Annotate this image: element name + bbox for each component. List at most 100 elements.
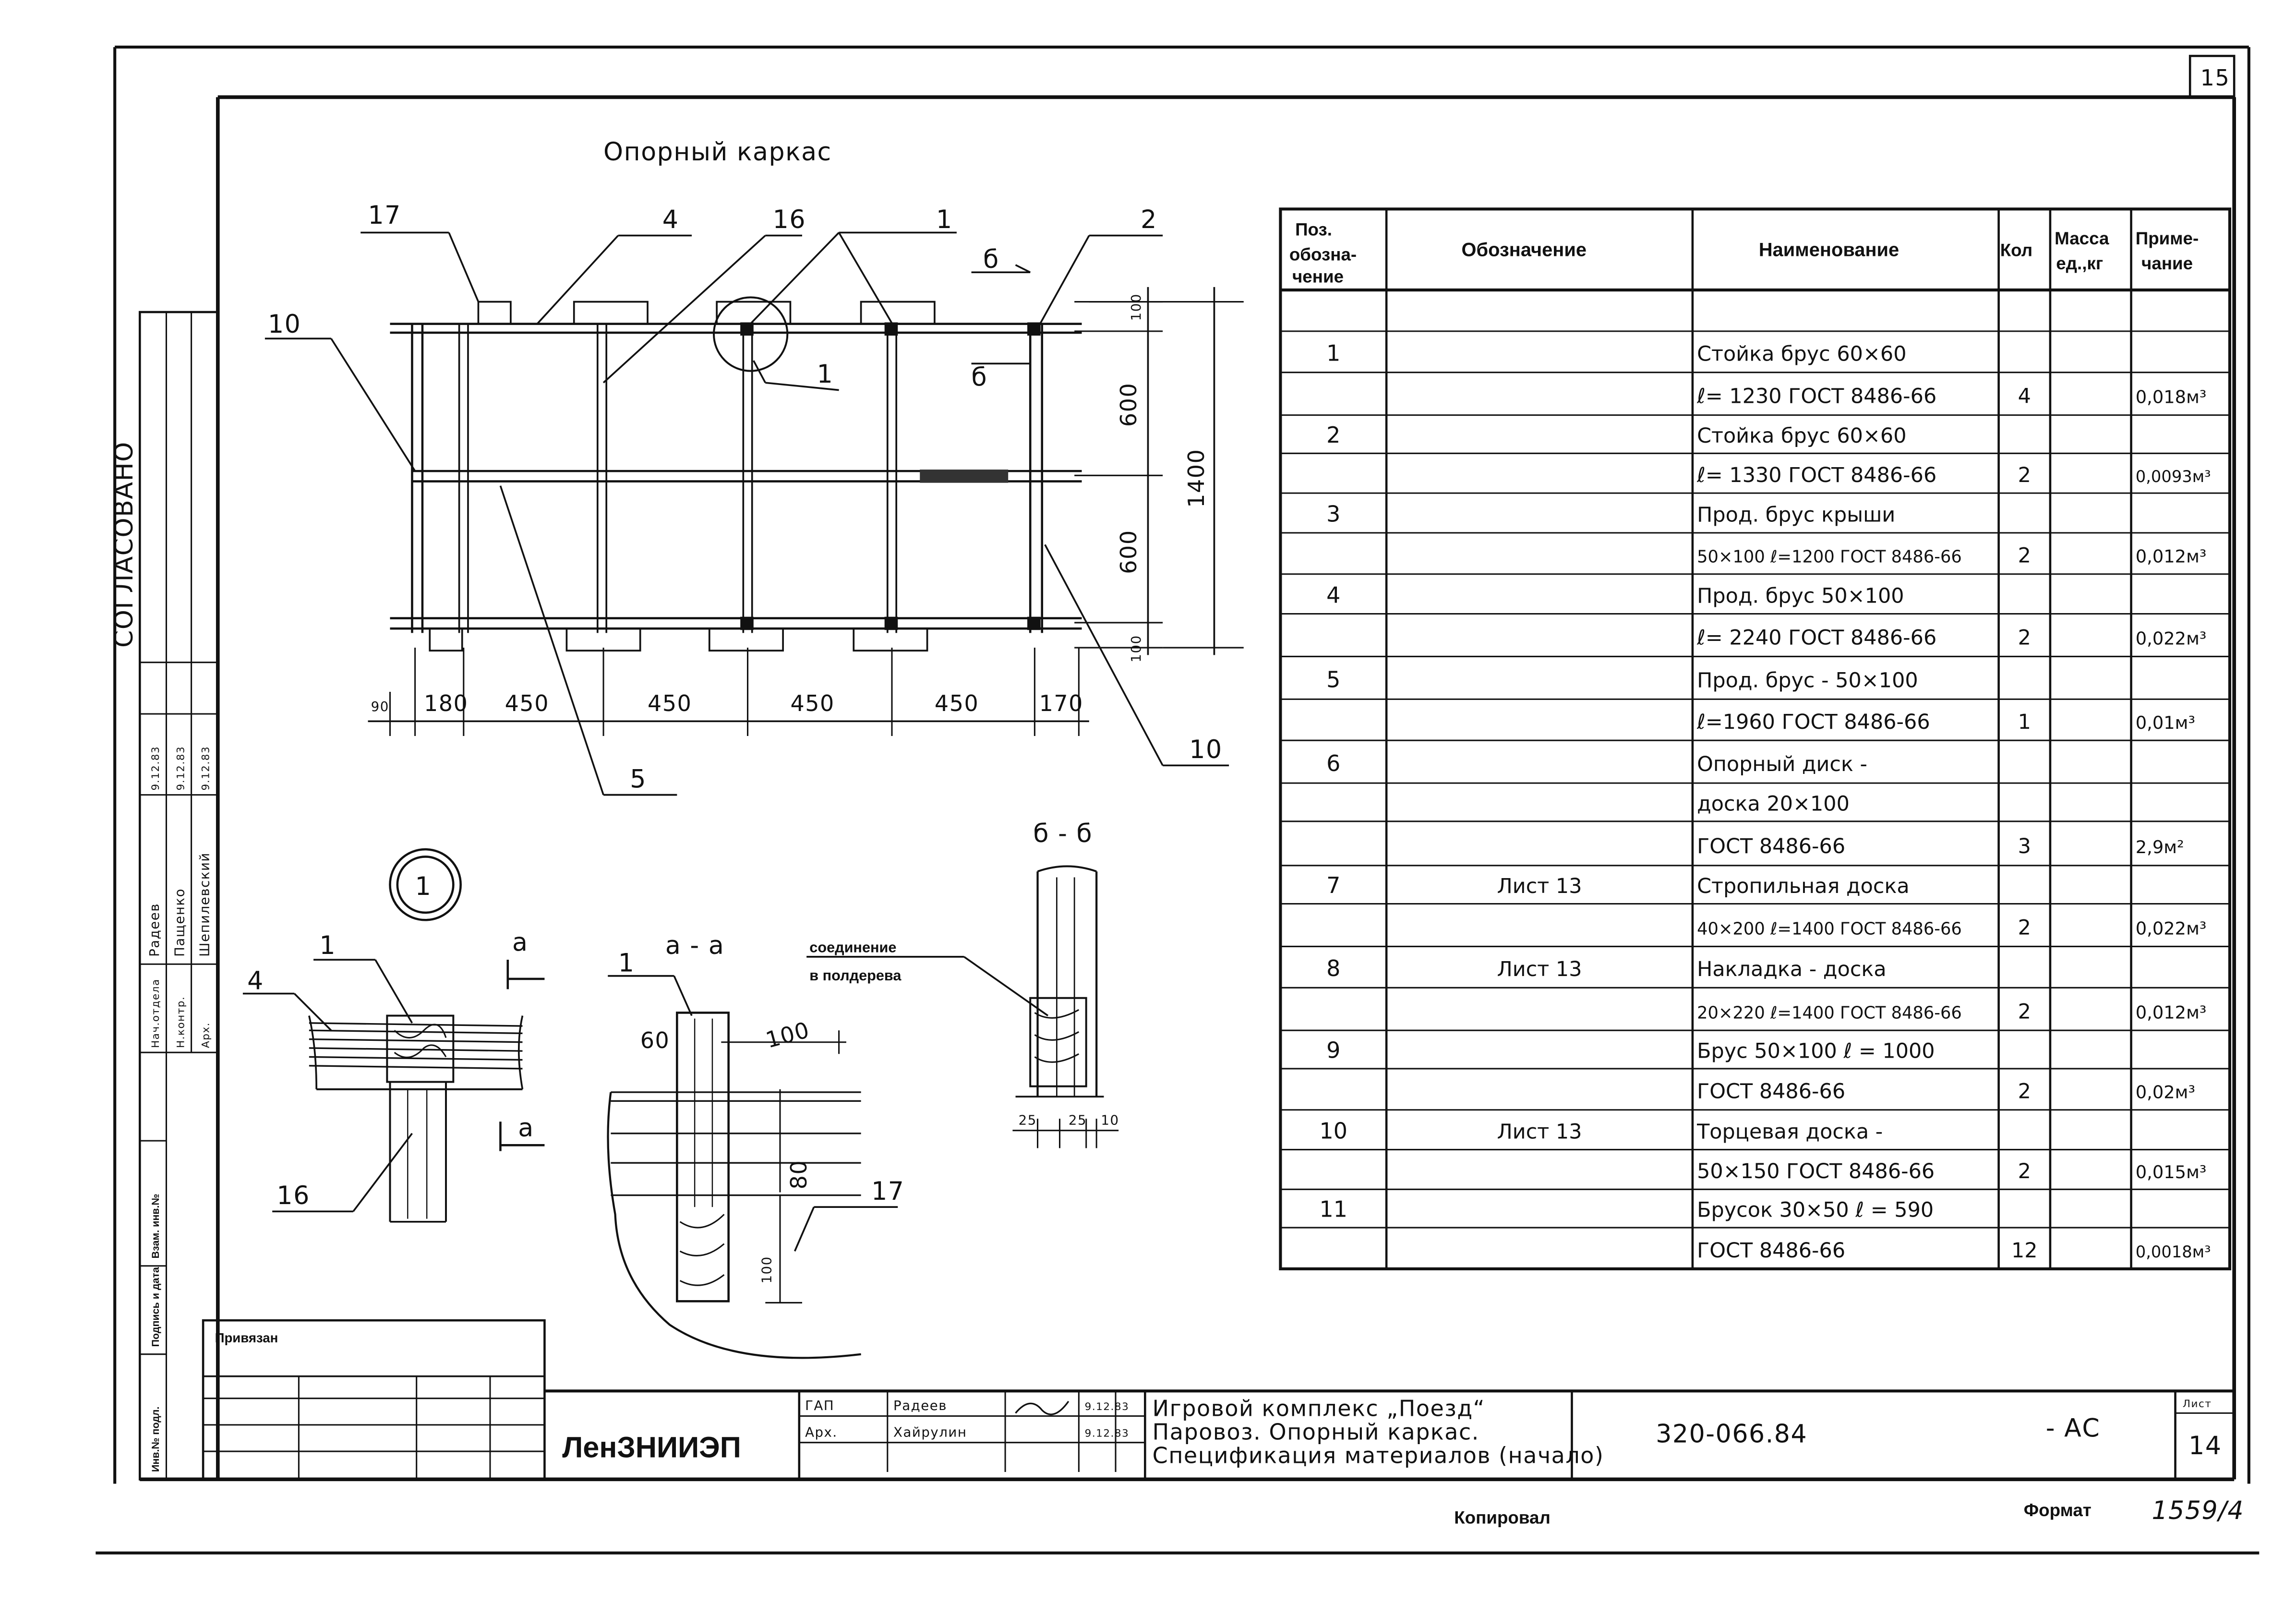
table-cell: Лист 13 (1497, 874, 1582, 898)
drawing-title: Опорный каркас (603, 138, 832, 167)
table-cell: Стропильная доска (1697, 874, 1910, 898)
sheet-frame (96, 46, 2260, 1555)
document-code: 320-066.84 (1656, 1420, 1807, 1449)
table-cell: 50×150 ГОСТ 8486-66 (1697, 1159, 1935, 1183)
table-cell: 0,015м³ (2136, 1162, 2207, 1182)
stamp-role-3: Арх. (200, 1022, 212, 1048)
left-approval-stamp: СОГЛАСОВАНО Радеев Пащенко Шепилевский Н… (110, 311, 219, 1481)
callout-10: 10 (268, 310, 301, 339)
section-aa-dim-100: 100 (763, 1017, 812, 1053)
table-cell: 0,0018м³ (2136, 1242, 2211, 1261)
section-b-mark-bottom: б (972, 363, 988, 392)
stamp-role-2: Н.контр. (175, 996, 187, 1048)
col-header-designation: Обозначение (1462, 239, 1587, 260)
table-cell: ℓ=1960 ГОСТ 8486-66 (1696, 710, 1930, 734)
document-suffix: - АС (2046, 1414, 2101, 1443)
arch-label: Арх. (805, 1424, 838, 1440)
title-block (202, 1319, 2235, 1481)
agreed-stamp-label: СОГЛАСОВАНО (110, 441, 139, 648)
col-header-pos-1: Поз. (1295, 220, 1332, 240)
stamp-role-1: Нач.отдела (150, 978, 162, 1048)
col-header-qty: Кол (2000, 240, 2032, 260)
section-aa-dim-80: 80 (786, 1160, 812, 1190)
section-b-b-view (806, 865, 1119, 1148)
table-cell: 1 (1326, 340, 1340, 366)
detail-cut-a-top: а (512, 929, 528, 957)
callout-5: 5 (630, 765, 647, 794)
section-aa-label-1: 1 (618, 949, 635, 978)
plan-dim-total: 1400 (1183, 449, 1209, 508)
table-cell: 0,022м³ (2136, 918, 2207, 939)
callout-4: 4 (662, 205, 679, 234)
section-bb-title: б - б (1033, 820, 1093, 848)
sheet-number: 15 (2200, 65, 2230, 91)
plan-dim-right-3: 100 (1128, 635, 1144, 662)
table-cell: 6 (1326, 750, 1340, 776)
table-cell: Брус 50×100 ℓ = 1000 (1697, 1039, 1935, 1063)
table-cell: Прод. брус 50×100 (1697, 584, 1904, 608)
col-header-note-1: Приме- (2136, 229, 2199, 248)
table-cell: 3 (1326, 501, 1340, 527)
detail-label-16: 16 (276, 1182, 310, 1210)
table-cell: 3 (2018, 834, 2031, 858)
callout-16: 16 (773, 205, 806, 234)
arch-date: 9.12.83 (1085, 1427, 1130, 1439)
table-cell: 40×200 ℓ=1400 ГОСТ 8486-66 (1697, 919, 1962, 939)
table-cell: 9 (1326, 1037, 1340, 1063)
plan-dim-bottom-4: 450 (790, 690, 834, 716)
section-bb-note-1: соединение (809, 940, 896, 956)
section-aa-label-17: 17 (871, 1177, 904, 1206)
table-cell: 2 (2018, 1159, 2031, 1183)
section-bb-dim-1: 25 (1069, 1112, 1087, 1128)
plan-dim-bottom-1: 180 (424, 690, 468, 716)
description-line-3: Спецификация материалов (начало) (1153, 1443, 1604, 1469)
table-cell: Стойка брус 60×60 (1697, 424, 1906, 448)
detail-1-view (242, 848, 545, 1223)
table-cell: 5 (1326, 666, 1340, 692)
table-cell: Торцевая доска - (1696, 1120, 1883, 1144)
section-bb-note-2: в полдерева (809, 967, 902, 984)
table-cell: ℓ= 2240 ГОСТ 8486-66 (1696, 626, 1936, 650)
section-a-a-view (607, 975, 898, 1359)
stamp-name-1: Радеев (146, 903, 162, 957)
section-bb-dim-2: 10 (1101, 1112, 1119, 1128)
table-cell: 0,0093м³ (2136, 467, 2211, 486)
section-aa-dim-60: 60 (640, 1027, 670, 1053)
table-cell: Стойка брус 60×60 (1697, 342, 1906, 366)
gap-label: ГАП (805, 1398, 834, 1413)
col-header-mass-2: ед.,кг (2056, 253, 2103, 273)
callout-17: 17 (368, 201, 401, 230)
table-cell: доска 20×100 (1697, 792, 1850, 816)
stamp-date-3: 9.12.83 (200, 746, 212, 791)
plan-dim-bottom-6: 170 (1039, 690, 1083, 716)
table-cell: ГОСТ 8486-66 (1697, 1239, 1845, 1263)
plan-dim-right-0: 100 (1128, 293, 1144, 321)
table-cell: Накладка - доска (1697, 957, 1887, 981)
col-header-note-2: чание (2141, 253, 2193, 273)
plan-dim-right-2: 600 (1116, 530, 1142, 574)
table-cell: 2 (2018, 463, 2031, 487)
plan-dim-bottom-2: 450 (505, 690, 549, 716)
detail-label-1: 1 (319, 931, 336, 960)
footer-format: Формат (2024, 1500, 2092, 1520)
table-cell: Лист 13 (1497, 1120, 1582, 1144)
col-header-pos-3: чение (1292, 267, 1344, 287)
table-cell: 4 (1326, 582, 1340, 608)
stamp-date-1: 9.12.83 (150, 746, 162, 791)
table-cell: 2 (1326, 422, 1340, 448)
col-header-mass-1: Масса (2055, 229, 2109, 248)
table-cell: ℓ= 1330 ГОСТ 8486-66 (1696, 463, 1936, 487)
table-cell: 0,022м³ (2136, 628, 2207, 649)
table-cell: 2 (2018, 1080, 2031, 1104)
table-cell: Опорный диск - (1697, 752, 1867, 776)
description-line-2: Паровоз. Опорный каркас. (1153, 1419, 1479, 1445)
gap-date: 9.12.83 (1085, 1401, 1130, 1413)
table-cell: 11 (1320, 1196, 1348, 1222)
table-cell: 8 (1326, 955, 1340, 981)
col-header-pos-2: обозна- (1289, 245, 1357, 265)
stamp-name-2: Пащенко (171, 888, 187, 957)
table-cell: ГОСТ 8486-66 (1697, 1080, 1845, 1104)
detail-marker: 1 (415, 872, 432, 901)
